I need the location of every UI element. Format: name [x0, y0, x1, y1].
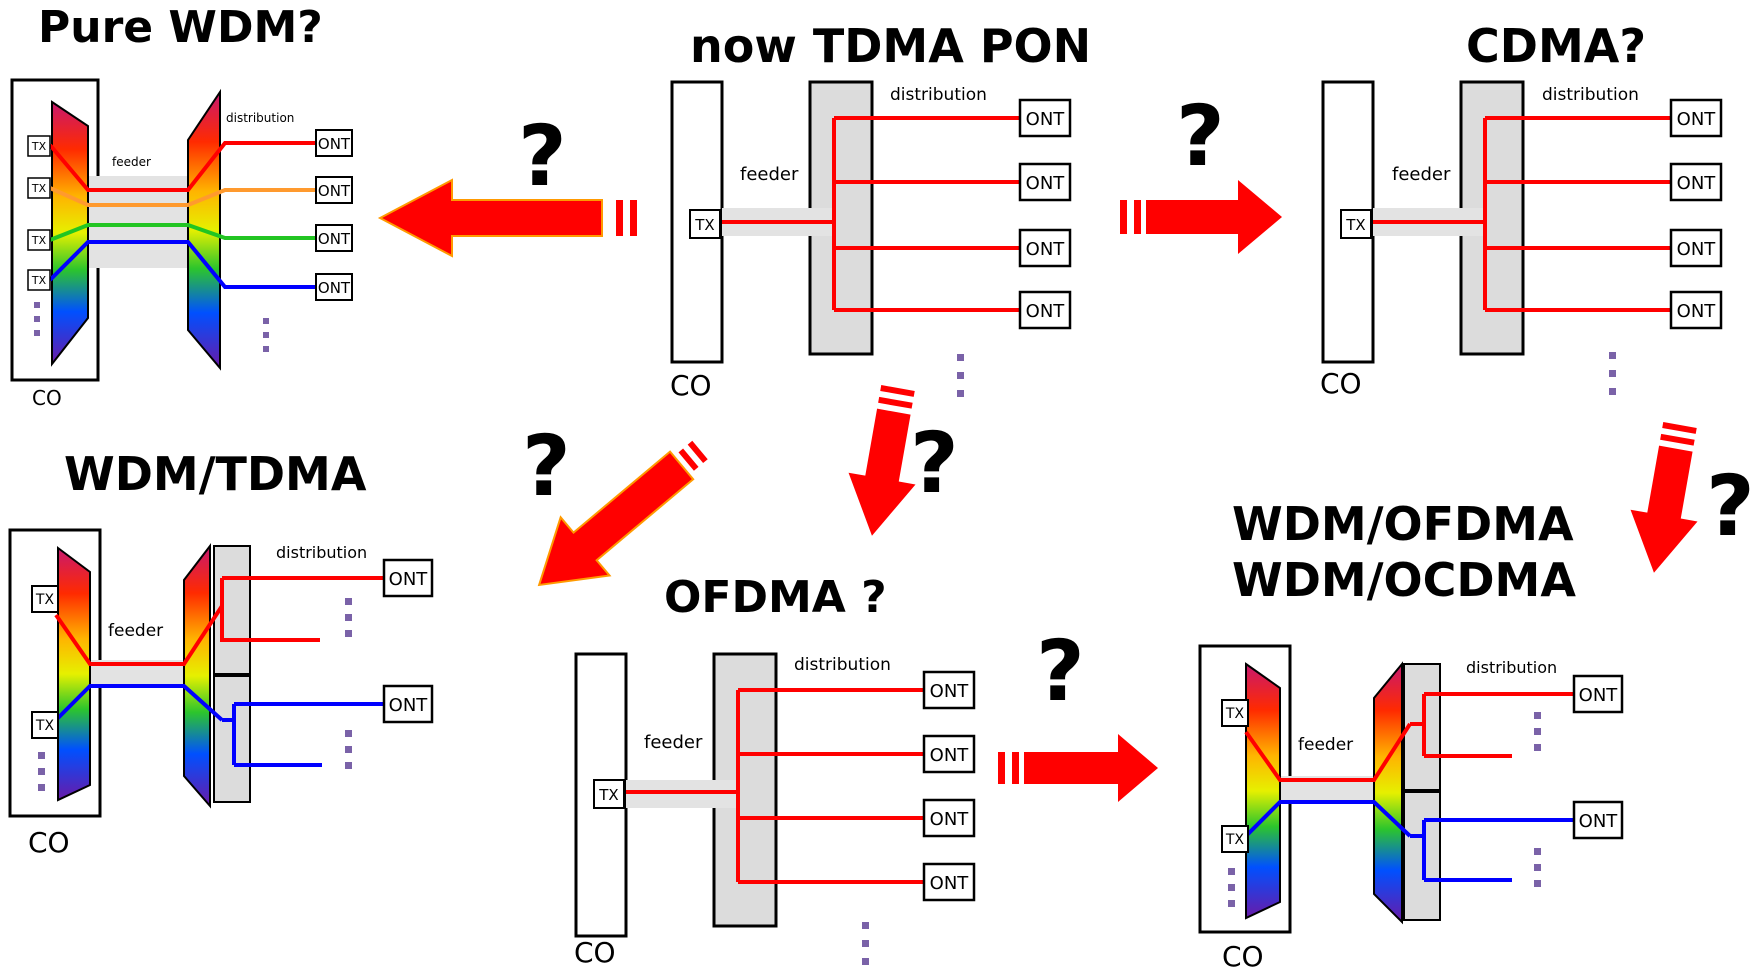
- title-pure-wdm: Pure WDM?: [38, 2, 323, 53]
- panel-tdma-pon: TX ONT ONT ONT ONT feeder distribution C…: [670, 80, 1072, 402]
- pw-tx-2: TX: [31, 182, 47, 195]
- ofdma-distribution-label: distribution: [794, 655, 891, 675]
- wo-tx-1: TX: [1225, 706, 1245, 722]
- cdma-ont-1: ONT: [1677, 109, 1717, 130]
- cdma-co-label: CO: [1320, 367, 1362, 400]
- title-wdm-ocdma: WDM/OCDMA: [1232, 553, 1576, 607]
- tdma-co-label: CO: [670, 369, 712, 402]
- wo-co-label: CO: [1222, 940, 1264, 972]
- tdma-ont-3: ONT: [1026, 239, 1066, 260]
- pw-tx-3: TX: [31, 234, 47, 247]
- wo-distribution-label: distribution: [1466, 658, 1557, 677]
- tdma-ont-1: ONT: [1026, 109, 1066, 130]
- wt-distribution-label: distribution: [276, 543, 367, 562]
- title-ofdma: OFDMA ?: [664, 572, 887, 623]
- tdma-ont-2: ONT: [1026, 173, 1066, 194]
- question-mark-1: ?: [518, 107, 567, 205]
- title-wdm-tdma: WDM/TDMA: [64, 447, 367, 501]
- ofdma-tx: TX: [598, 786, 618, 804]
- wt-ont-1: ONT: [389, 569, 429, 590]
- wo-ont-2: ONT: [1579, 811, 1619, 832]
- cdma-tx: TX: [1345, 216, 1365, 234]
- title-cdma: CDMA?: [1466, 19, 1646, 73]
- arrow-to-wdm-tdma: [537, 440, 708, 587]
- wt-tx-1: TX: [35, 592, 55, 608]
- pw-ont-3: ONT: [318, 230, 351, 248]
- tdma-distribution-label: distribution: [890, 85, 987, 105]
- arrow-to-pure-wdm: [377, 178, 637, 258]
- tdma-ont-4: ONT: [1026, 301, 1066, 322]
- arrow-to-wdm-ofdma: [998, 734, 1158, 802]
- ofdma-ont-4: ONT: [930, 873, 970, 894]
- cdma-ont-4: ONT: [1677, 301, 1717, 322]
- arrow-to-wdm-ocdma: [1630, 422, 1698, 573]
- cdma-ont-3: ONT: [1677, 239, 1717, 260]
- title-wdm-ofdma: WDM/OFDMA: [1232, 497, 1574, 551]
- ofdma-ont-2: ONT: [930, 745, 970, 766]
- wo-tx-2: TX: [1225, 832, 1245, 848]
- question-mark-5: ?: [1036, 622, 1085, 720]
- cdma-feeder-label: feeder: [1392, 164, 1451, 185]
- panel-cdma: TX ONT ONT ONT ONT feeder distribution C…: [1320, 80, 1723, 400]
- question-mark-6: ?: [1706, 457, 1755, 555]
- ofdma-feeder-label: feeder: [644, 732, 703, 753]
- tdma-feeder-label: feeder: [740, 164, 799, 185]
- wt-tx-2: TX: [35, 718, 55, 734]
- cdma-ont-2: ONT: [1677, 173, 1717, 194]
- panel-wdm-ofdma: TX TX ONT ONT feeder distribution CO: [1198, 644, 1624, 972]
- pw-tx-1: TX: [31, 140, 47, 153]
- question-mark-3: ?: [522, 417, 571, 515]
- panel-wdm-tdma: TX TX ONT ONT feeder distribution CO: [8, 528, 434, 859]
- cdma-distribution-label: distribution: [1542, 85, 1639, 105]
- wo-feeder-label: feeder: [1298, 735, 1353, 755]
- ofdma-co-label: CO: [574, 936, 616, 969]
- arrow-to-cdma: [1120, 180, 1282, 254]
- ofdma-ont-1: ONT: [930, 681, 970, 702]
- title-tdma-pon: now TDMA PON: [690, 19, 1091, 73]
- question-mark-4: ?: [910, 414, 959, 512]
- panel-ofdma: TX ONT ONT ONT ONT feeder distribution C…: [574, 652, 976, 969]
- wt-feeder-label: feeder: [108, 621, 163, 641]
- wo-ont-1: ONT: [1579, 685, 1619, 706]
- panel-pure-wdm: TX TX TX TX ONT ONT ONT ONT feeder distr…: [10, 78, 353, 410]
- ofdma-ont-3: ONT: [930, 809, 970, 830]
- pw-feeder-label: feeder: [112, 155, 151, 169]
- pw-ont-1: ONT: [318, 135, 351, 153]
- pw-co-label: CO: [32, 386, 62, 410]
- arrow-to-ofdma: [848, 385, 916, 536]
- pw-ont-4: ONT: [318, 279, 351, 297]
- pw-tx-4: TX: [31, 274, 47, 287]
- pw-ont-2: ONT: [318, 182, 351, 200]
- question-mark-2: ?: [1176, 87, 1225, 185]
- tdma-tx: TX: [694, 216, 714, 234]
- pw-distribution-label: distribution: [226, 111, 294, 125]
- wt-ont-2: ONT: [389, 695, 429, 716]
- wt-co-label: CO: [28, 826, 70, 859]
